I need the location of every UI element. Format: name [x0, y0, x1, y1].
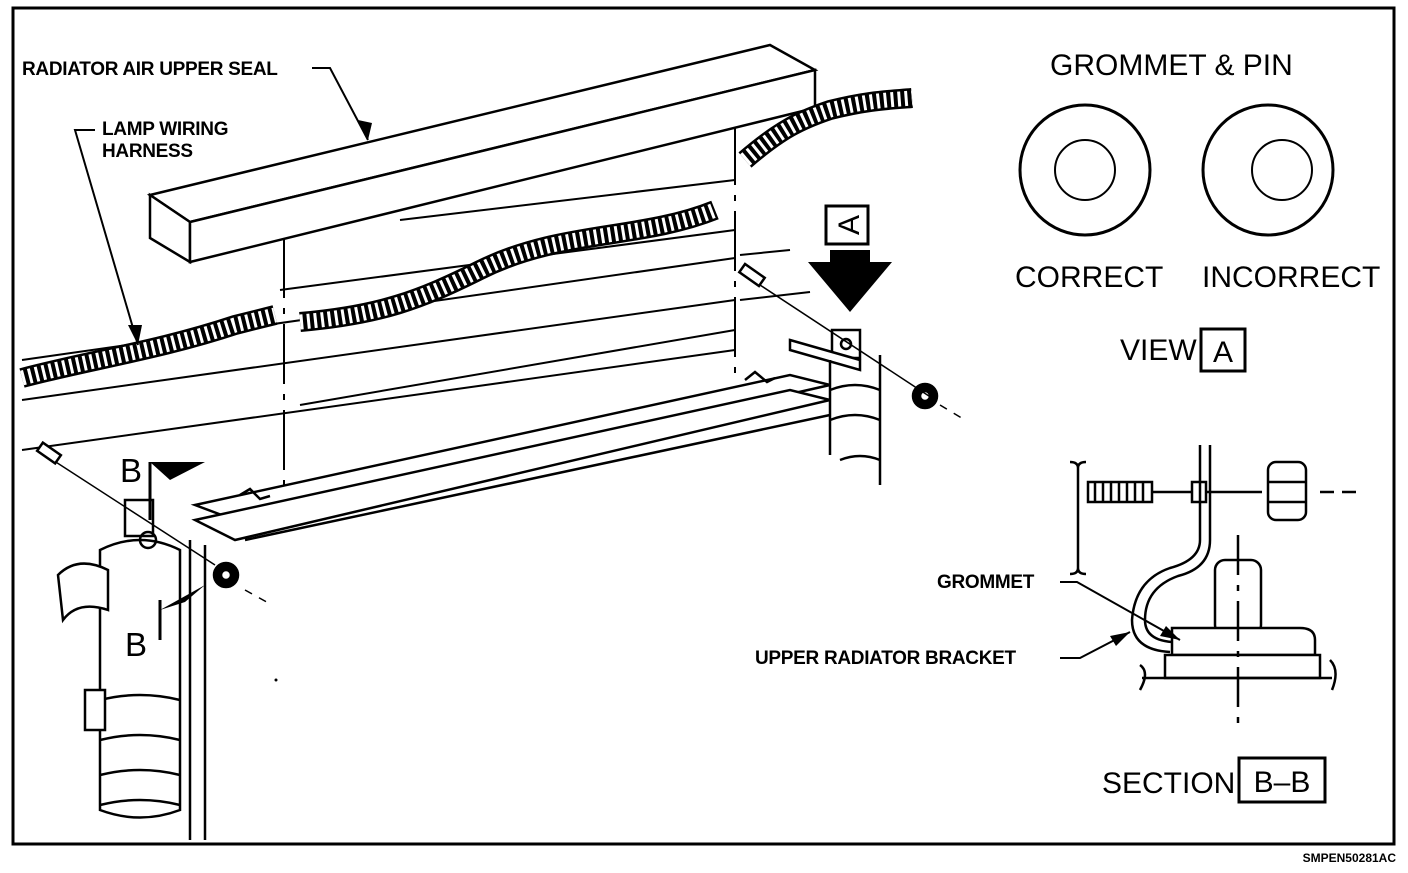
- callout-b-bottom: B: [125, 626, 147, 663]
- correct-label: CORRECT: [1015, 261, 1163, 294]
- section-b-markers: B B: [120, 452, 205, 663]
- center-lines: [283, 125, 736, 490]
- view-id-box: [1199, 327, 1247, 373]
- radiator-upper-rail: [190, 370, 831, 542]
- harness-leader: [73, 129, 139, 346]
- radiator-assembly-illustration: A B B RADIATOR AIR UPP: [19, 43, 966, 840]
- incorrect-label: INCORRECT: [1202, 261, 1380, 294]
- view-a-arrow: A: [808, 204, 892, 312]
- upper-seal-label: RADIATOR AIR UPPER SEAL: [22, 59, 278, 80]
- gromment-pin-title: GROMMET & PIN: [1050, 49, 1293, 82]
- lamp-wiring-harness: [19, 88, 913, 388]
- bracket-a: [737, 262, 966, 485]
- upper-seal-arrowhead: [358, 120, 372, 140]
- speck: [274, 678, 278, 682]
- upper-bracket-label: UPPER RADIATOR BRACKET: [755, 648, 1017, 669]
- callout-b-top: B: [120, 452, 142, 489]
- correct-grommet-icon: [1018, 103, 1152, 237]
- callout-a-label: A: [833, 215, 866, 235]
- gromment-label: GROMMET: [937, 572, 1035, 593]
- harness-label-line1: LAMP WIRING: [102, 119, 228, 140]
- incorrect-grommet-icon: [1201, 103, 1335, 237]
- panel-lines: [21, 179, 811, 451]
- section-label: SECTION: [1102, 767, 1235, 800]
- gromment-pin-panel: GROMMET & PIN CORRECT INCORRECT VIEW A: [1015, 49, 1380, 373]
- upper-bracket-arrowhead: [1110, 632, 1130, 646]
- view-label: VIEW: [1120, 334, 1197, 367]
- figure-code: SMPEN50281AC: [1303, 851, 1397, 865]
- figure-frame: [11, 6, 1396, 846]
- upper-seal: [146, 43, 819, 265]
- section-id-box: [1237, 756, 1327, 804]
- section-bb-drawing: [1069, 445, 1360, 725]
- gromment-arrowhead: [1160, 626, 1180, 640]
- gromment-leader: [1060, 581, 1181, 641]
- upper-seal-leader: [312, 67, 369, 141]
- harness-label-line2: HARNESS: [102, 141, 193, 162]
- harness-arrowhead: [128, 325, 142, 345]
- view-id: A: [1213, 336, 1233, 369]
- section-id: B–B: [1254, 766, 1311, 799]
